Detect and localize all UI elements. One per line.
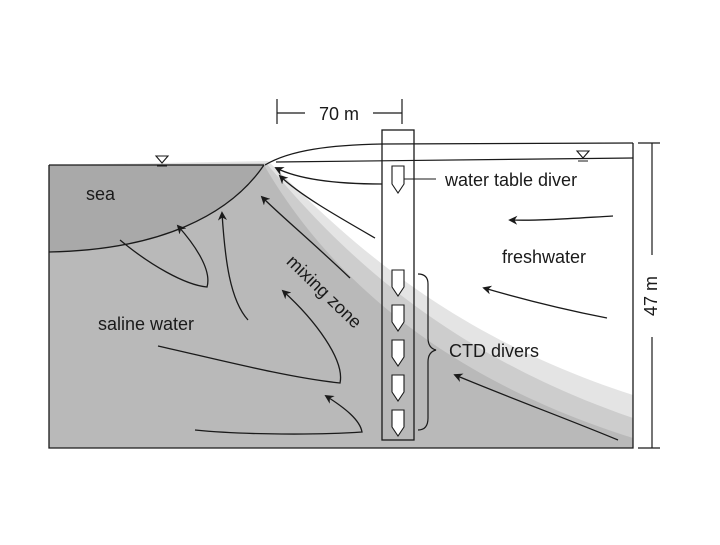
water-level-icon-land <box>575 150 591 162</box>
water-table-top-line <box>275 157 634 163</box>
ctd-diver-icon <box>391 304 405 332</box>
saline-water-label: saline water <box>98 314 194 334</box>
flow-arrow <box>217 211 249 321</box>
flow-arrow <box>260 195 351 279</box>
ctd-diver-icon <box>391 269 405 297</box>
freshwater-label: freshwater <box>502 247 586 267</box>
ctd-divers-brace <box>417 273 437 431</box>
ctd-diver-icon <box>391 409 405 437</box>
flow-arrows <box>119 167 619 441</box>
monitoring-well <box>381 129 415 441</box>
flow-arrow <box>157 289 342 384</box>
horizontal-scale-bar <box>276 99 403 124</box>
ctd-diver-icon <box>391 374 405 402</box>
flow-arrow <box>482 285 608 319</box>
flow-arrow <box>119 224 209 288</box>
flow-arrow <box>274 167 383 185</box>
sea-label: sea <box>86 184 116 204</box>
ctd-divers-label: CTD divers <box>449 341 539 361</box>
flow-arrow <box>508 215 614 225</box>
flow-arrow <box>278 174 376 239</box>
water-table-diver-icon <box>391 165 405 194</box>
water-table-diver-label: water table diver <box>444 170 577 190</box>
flow-arrow <box>453 373 619 441</box>
ctd-diver-icon <box>391 339 405 367</box>
aquifer-outline <box>48 143 634 449</box>
flow-arrow <box>194 395 363 435</box>
sea-region <box>49 165 264 252</box>
saline-water-region <box>49 165 633 448</box>
horizontal-scale-label: 70 m <box>319 104 359 124</box>
vertical-scale-bar <box>638 142 660 449</box>
water-table-line <box>264 142 634 166</box>
water-level-icon-sea <box>154 155 170 167</box>
ctd-diver-group <box>391 269 405 437</box>
vertical-scale-label: 47 m <box>641 276 661 316</box>
